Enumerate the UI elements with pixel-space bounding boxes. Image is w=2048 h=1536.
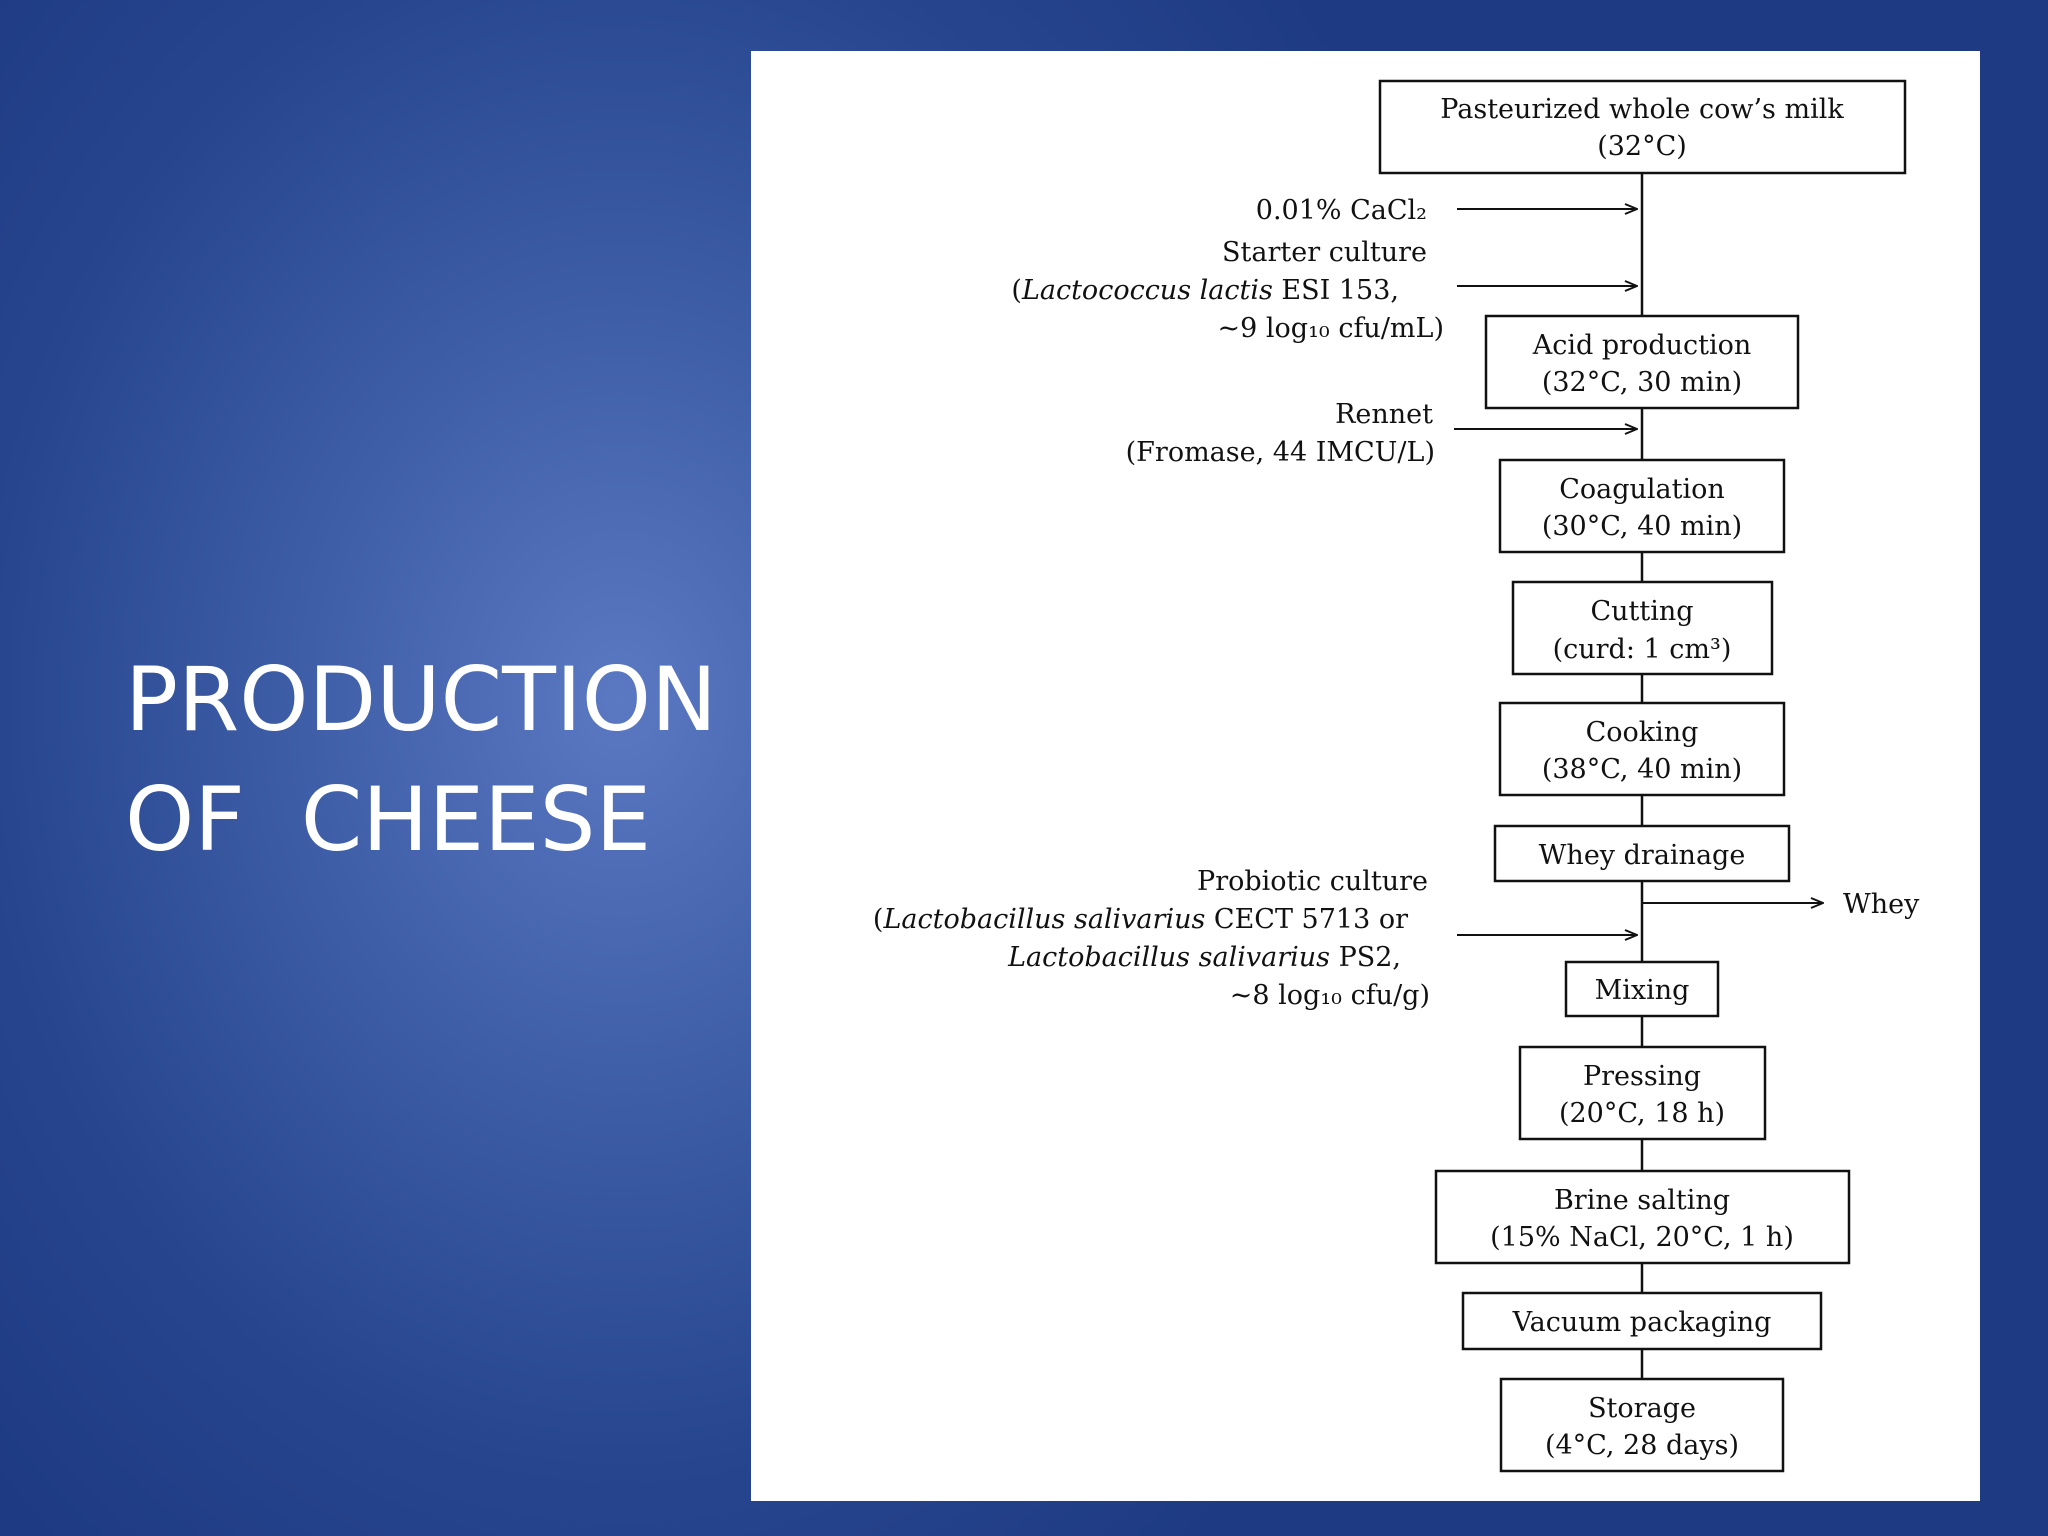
svg-text:Pasteurized whole cow’s milk: Pasteurized whole cow’s milk xyxy=(1440,94,1844,125)
input-probiotic-line-1: Probiotic culture xyxy=(1197,866,1428,897)
input-starter-line-1: Starter culture xyxy=(1222,237,1427,268)
input-rennet-line-2: (Fromase, 44 IMCU/L) xyxy=(1126,437,1435,468)
slide-title-line-1: PRODUCTION xyxy=(125,648,717,751)
step-cooking: Cooking (38°C, 40 min) xyxy=(1498,701,1786,797)
svg-text:(32°C): (32°C) xyxy=(1597,131,1687,162)
step-brine-salting: Brine salting (15% NaCl, 20°C, 1 h) xyxy=(1434,1169,1851,1265)
svg-text:Cutting: Cutting xyxy=(1590,596,1693,627)
input-cacl2: 0.01% CaCl₂ xyxy=(1256,195,1427,226)
svg-text:Brine salting: Brine salting xyxy=(1554,1185,1730,1216)
svg-text:(30°C, 40 min): (30°C, 40 min) xyxy=(1542,511,1742,542)
svg-text:(15% NaCl, 20°C, 1 h): (15% NaCl, 20°C, 1 h) xyxy=(1490,1222,1794,1253)
step-storage: Storage (4°C, 28 days) xyxy=(1499,1377,1785,1473)
step-cutting: Cutting (curd: 1 cm³) xyxy=(1511,580,1774,676)
input-starter-line-3: ~9 log₁₀ cfu/mL) xyxy=(1218,313,1444,344)
svg-text:Acid production: Acid production xyxy=(1532,330,1752,361)
cheese-process-flowchart: Pasteurized whole cow’s milk (32°C) Acid… xyxy=(873,79,1920,1473)
step-pasteurized-milk: Pasteurized whole cow’s milk (32°C) xyxy=(1378,79,1907,175)
slide-title: PRODUCTION OF CHEESE xyxy=(125,640,717,880)
step-pressing: Pressing (20°C, 18 h) xyxy=(1518,1045,1767,1141)
input-starter-line-2: (Lactococcus lactis ESI 153, xyxy=(1011,275,1399,306)
svg-text:(20°C, 18 h): (20°C, 18 h) xyxy=(1559,1098,1725,1129)
svg-text:Mixing: Mixing xyxy=(1595,975,1690,1006)
svg-text:Pressing: Pressing xyxy=(1583,1061,1701,1092)
step-vacuum-packaging: Vacuum packaging xyxy=(1461,1291,1823,1351)
svg-text:(38°C, 40 min): (38°C, 40 min) xyxy=(1542,754,1742,785)
input-probiotic-line-3: Lactobacillus salivarius PS2, xyxy=(1007,942,1401,973)
input-probiotic-line-2: (Lactobacillus salivarius CECT 5713 or xyxy=(873,904,1408,935)
slide-title-line-2: OF CHEESE xyxy=(125,768,652,871)
step-acid-production: Acid production (32°C, 30 min) xyxy=(1484,314,1800,410)
svg-text:(curd: 1 cm³): (curd: 1 cm³) xyxy=(1553,634,1732,665)
svg-text:(4°C, 28 days): (4°C, 28 days) xyxy=(1545,1430,1739,1461)
input-rennet-line-1: Rennet xyxy=(1335,399,1433,430)
svg-text:Coagulation: Coagulation xyxy=(1559,474,1725,505)
step-whey-drainage: Whey drainage xyxy=(1493,824,1791,883)
input-probiotic-line-4: ~8 log₁₀ cfu/g) xyxy=(1230,980,1430,1011)
output-whey: Whey xyxy=(1843,889,1920,920)
svg-text:Vacuum packaging: Vacuum packaging xyxy=(1512,1307,1772,1338)
svg-text:(32°C, 30 min): (32°C, 30 min) xyxy=(1542,367,1742,398)
svg-text:Cooking: Cooking xyxy=(1586,717,1699,748)
step-mixing: Mixing xyxy=(1564,960,1720,1018)
svg-text:Storage: Storage xyxy=(1588,1393,1696,1424)
flowchart-panel: Pasteurized whole cow’s milk (32°C) Acid… xyxy=(751,51,1980,1501)
step-coagulation: Coagulation (30°C, 40 min) xyxy=(1498,458,1786,554)
svg-text:Whey drainage: Whey drainage xyxy=(1539,840,1746,871)
